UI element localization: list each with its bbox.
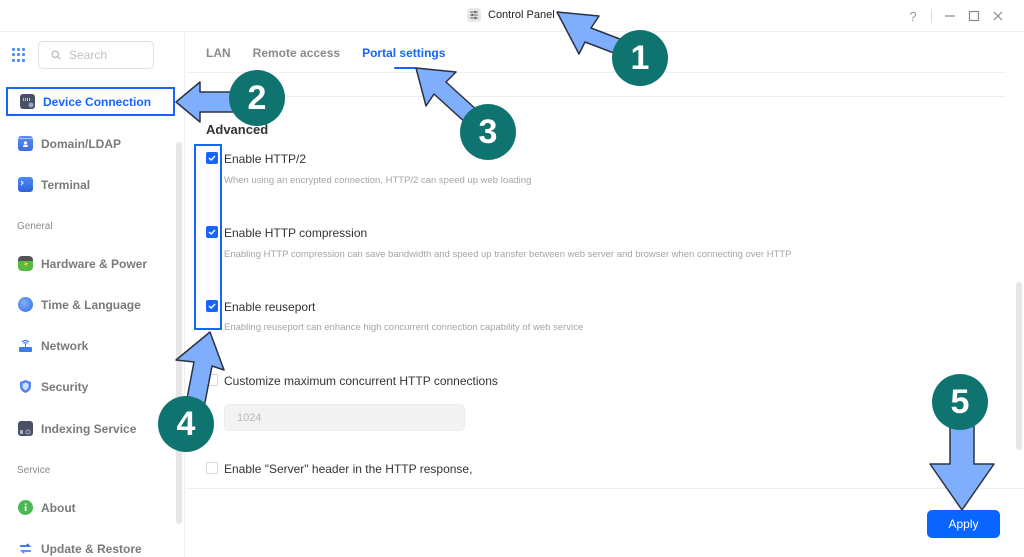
badge-3: 3 [460,104,516,160]
help-icon: ? [909,8,917,24]
device-connection-icon [20,94,35,109]
sidebar-item-label: Hardware & Power [41,256,148,271]
sidebar-section-general: General [17,221,53,232]
option-desc-http-compression: Enabling HTTP compression can save bandw… [224,249,792,260]
indexing-service-icon [18,421,33,436]
option-label-max-connections: Customize maximum concurrent HTTP connec… [224,374,498,388]
search-box[interactable] [38,41,154,69]
sidebar-item-label: Time & Language [41,297,141,312]
controls-separator [931,9,932,23]
badge-5: 5 [932,374,988,430]
sidebar-item-indexing-service[interactable]: Indexing Service [6,414,175,443]
sidebar-item-label: About [41,500,76,515]
badge-4: 4 [158,396,214,452]
search-input[interactable] [69,48,139,62]
checkbox-enable-http2[interactable] [206,152,218,164]
option-label-http-compression: Enable HTTP compression [224,226,368,240]
maximize-button[interactable] [962,6,986,26]
sidebar-item-label: Indexing Service [41,421,137,436]
minimize-button[interactable] [938,6,962,26]
badge-1: 1 [612,30,668,86]
sidebar-item-update-restore[interactable]: Update & Restore [6,534,175,557]
checkmark-icon [208,155,216,161]
hardware-power-icon [18,256,33,271]
checkbox-enable-reuseport[interactable] [206,300,218,312]
window-title-group: Control Panel [467,8,555,22]
sidebar [0,33,185,557]
sidebar-item-security[interactable]: Security [6,372,175,401]
option-desc-reuseport: Enabling reuseport can enhance high conc… [224,322,584,333]
time-language-icon [18,297,33,312]
tab-remote-access[interactable]: Remote access [252,46,341,60]
option-desc-http2: When using an encrypted connection, HTTP… [224,175,532,186]
sidebar-item-label: Network [41,338,89,353]
app-grid-icon[interactable] [12,48,26,62]
about-icon [18,500,33,515]
sidebar-item-about[interactable]: About [6,493,175,522]
close-button[interactable] [986,6,1010,26]
sidebar-item-hardware-power[interactable]: Hardware & Power [6,249,175,278]
sidebar-item-label: Domain/LDAP [41,136,122,151]
sidebar-item-terminal[interactable]: Terminal [6,170,175,199]
terminal-icon [18,177,33,192]
apply-button[interactable]: Apply [927,510,1000,538]
sidebar-item-domain-ldap[interactable]: Domain/LDAP [6,129,175,158]
tab-bar: LAN Remote access Portal settings [206,46,445,60]
tab-portal-settings[interactable]: Portal settings [362,46,446,60]
security-icon [18,379,33,394]
sidebar-section-service: Service [17,465,51,476]
main-scrollbar[interactable] [1016,282,1022,450]
close-icon [993,11,1003,21]
help-button[interactable]: ? [901,6,925,26]
maximize-icon [968,10,980,22]
update-restore-icon [18,541,33,556]
section-divider [206,96,1006,97]
option-label-http2: Enable HTTP/2 [224,152,307,166]
footer-divider [186,488,1024,489]
sidebar-item-device-connection[interactable]: Device Connection [6,87,175,116]
sidebar-item-label: Device Connection [43,94,152,109]
active-tab-indicator [394,67,416,69]
network-icon [18,338,33,353]
option-label-server-header: Enable "Server" header in the HTTP respo… [224,462,473,476]
search-icon [51,50,61,60]
checkbox-server-header[interactable] [206,462,218,474]
sidebar-scrollbar[interactable] [176,142,182,524]
tab-lan[interactable]: LAN [206,46,231,60]
sidebar-item-network[interactable]: Network [6,331,175,360]
sidebar-item-label: Security [41,379,89,394]
window-controls: ? [901,6,1010,26]
window-title: Control Panel [488,9,555,21]
checkmark-icon [208,303,216,309]
checkbox-enable-http-compression[interactable] [206,226,218,238]
domain-ldap-icon [18,136,33,151]
tab-divider [186,72,1006,73]
sidebar-item-label: Terminal [41,177,91,192]
minimize-icon [945,15,955,17]
checkmark-icon [208,229,216,235]
control-panel-icon [467,8,481,22]
sidebar-item-label: Update & Restore [41,541,142,556]
option-label-reuseport: Enable reuseport [224,300,316,314]
arrow-5-icon [929,421,995,511]
sidebar-item-time-language[interactable]: Time & Language [6,290,175,319]
title-bar: Control Panel ? [0,0,1024,32]
max-connections-input[interactable] [224,404,465,431]
sidebar-top [12,41,154,69]
highlight-box-checkboxes [194,144,222,330]
badge-2: 2 [229,70,285,126]
